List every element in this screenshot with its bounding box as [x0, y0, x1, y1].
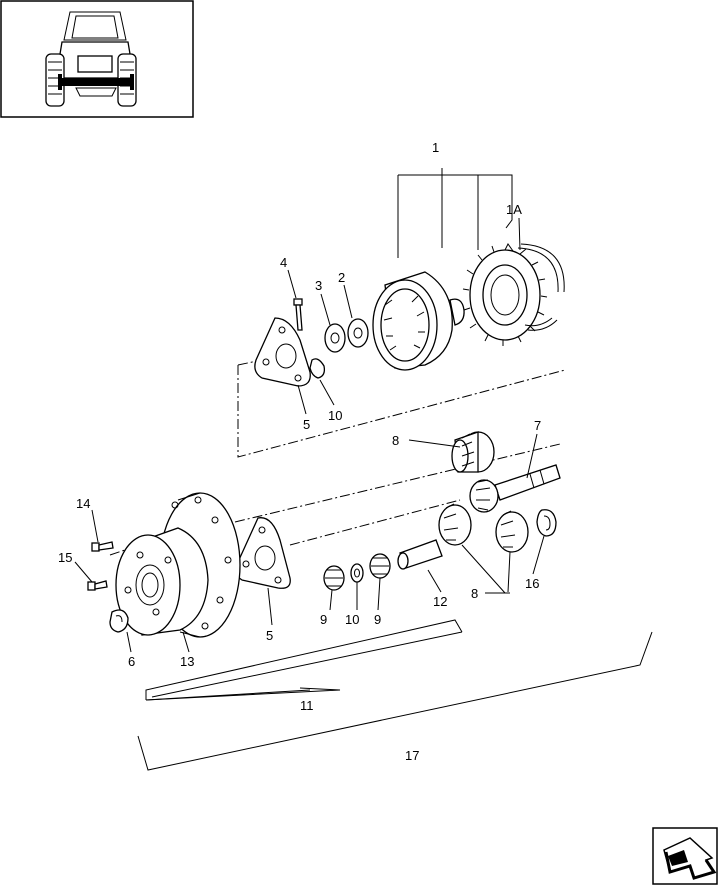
bolt [293, 298, 303, 331]
callout-9-left: 9 [320, 612, 327, 627]
lock-plate-lower [235, 517, 291, 589]
hub-housing [115, 492, 241, 638]
callout-17: 17 [405, 748, 419, 763]
callout-10-lower: 10 [345, 612, 359, 627]
planet-pin [397, 539, 443, 570]
planet-gear [451, 431, 495, 473]
callout-1a: 1A [506, 202, 522, 217]
callout-2: 2 [338, 270, 345, 285]
planet-carrier-housing [372, 271, 465, 371]
thrust-washer [347, 318, 369, 348]
tractor-thumbnail-icon [0, 0, 194, 118]
callout-11: 11 [300, 698, 314, 713]
callout-12: 12 [433, 594, 447, 609]
callout-6: 6 [128, 654, 135, 669]
plate-washer [324, 323, 346, 353]
callout-5-upper: 5 [303, 417, 310, 432]
callout-3: 3 [315, 278, 322, 293]
callout-8-upper: 8 [392, 433, 399, 448]
planet-gear-lower [438, 503, 529, 553]
callout-15: 15 [58, 550, 72, 565]
callout-1: 1 [432, 140, 439, 155]
callout-4: 4 [280, 255, 287, 270]
ring-gear [462, 243, 548, 346]
callout-7: 7 [534, 418, 541, 433]
retaining-ring [309, 358, 326, 379]
callout-13: 13 [180, 654, 194, 669]
leader-1 [397, 168, 513, 258]
snap-ring [517, 247, 559, 327]
bracket-17 [137, 631, 653, 771]
sun-gear-shaft [469, 464, 561, 513]
callout-5-lower: 5 [266, 628, 273, 643]
plug-screw [87, 580, 108, 591]
hub-snap-ring [109, 609, 129, 633]
hub-bolt [91, 541, 114, 552]
lock-plate [254, 317, 311, 387]
next-page-arrow-icon[interactable] [652, 827, 718, 885]
spacer-washer [350, 563, 364, 583]
callout-16: 16 [525, 576, 539, 591]
callout-10-upper: 10 [328, 408, 342, 423]
callout-9-right: 9 [374, 612, 381, 627]
callout-14: 14 [76, 496, 90, 511]
circlip [536, 509, 557, 537]
callout-8-lower: 8 [471, 586, 478, 601]
